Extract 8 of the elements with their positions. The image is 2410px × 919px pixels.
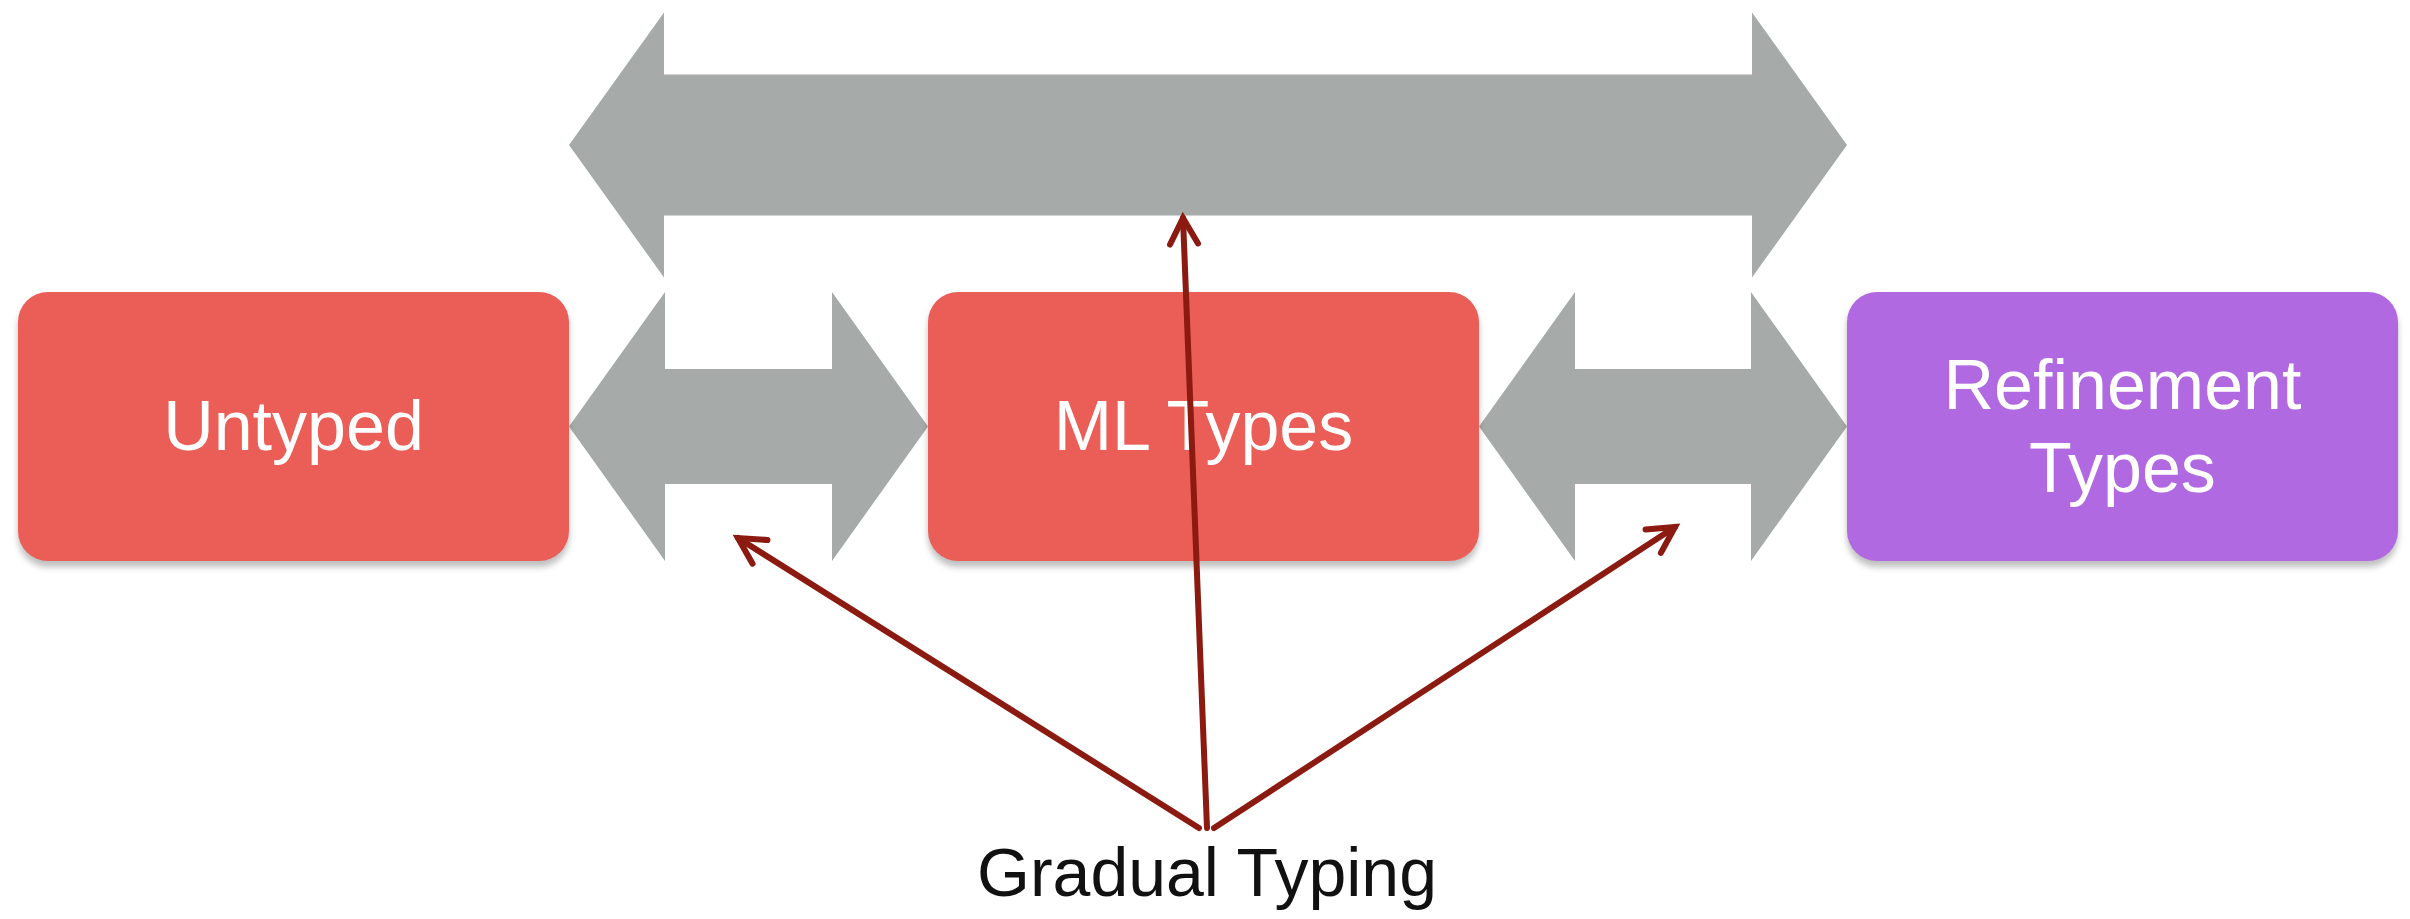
double-arrow bbox=[1479, 292, 1847, 561]
arrow bbox=[735, 535, 1202, 831]
double-arrow bbox=[569, 292, 928, 561]
double-arrow bbox=[569, 12, 1847, 278]
arrow bbox=[1211, 524, 1678, 831]
text-label: Gradual Typing bbox=[897, 828, 1517, 916]
rounded-box: Refinement Types bbox=[1847, 292, 2398, 561]
rounded-box: Untyped bbox=[18, 292, 569, 561]
